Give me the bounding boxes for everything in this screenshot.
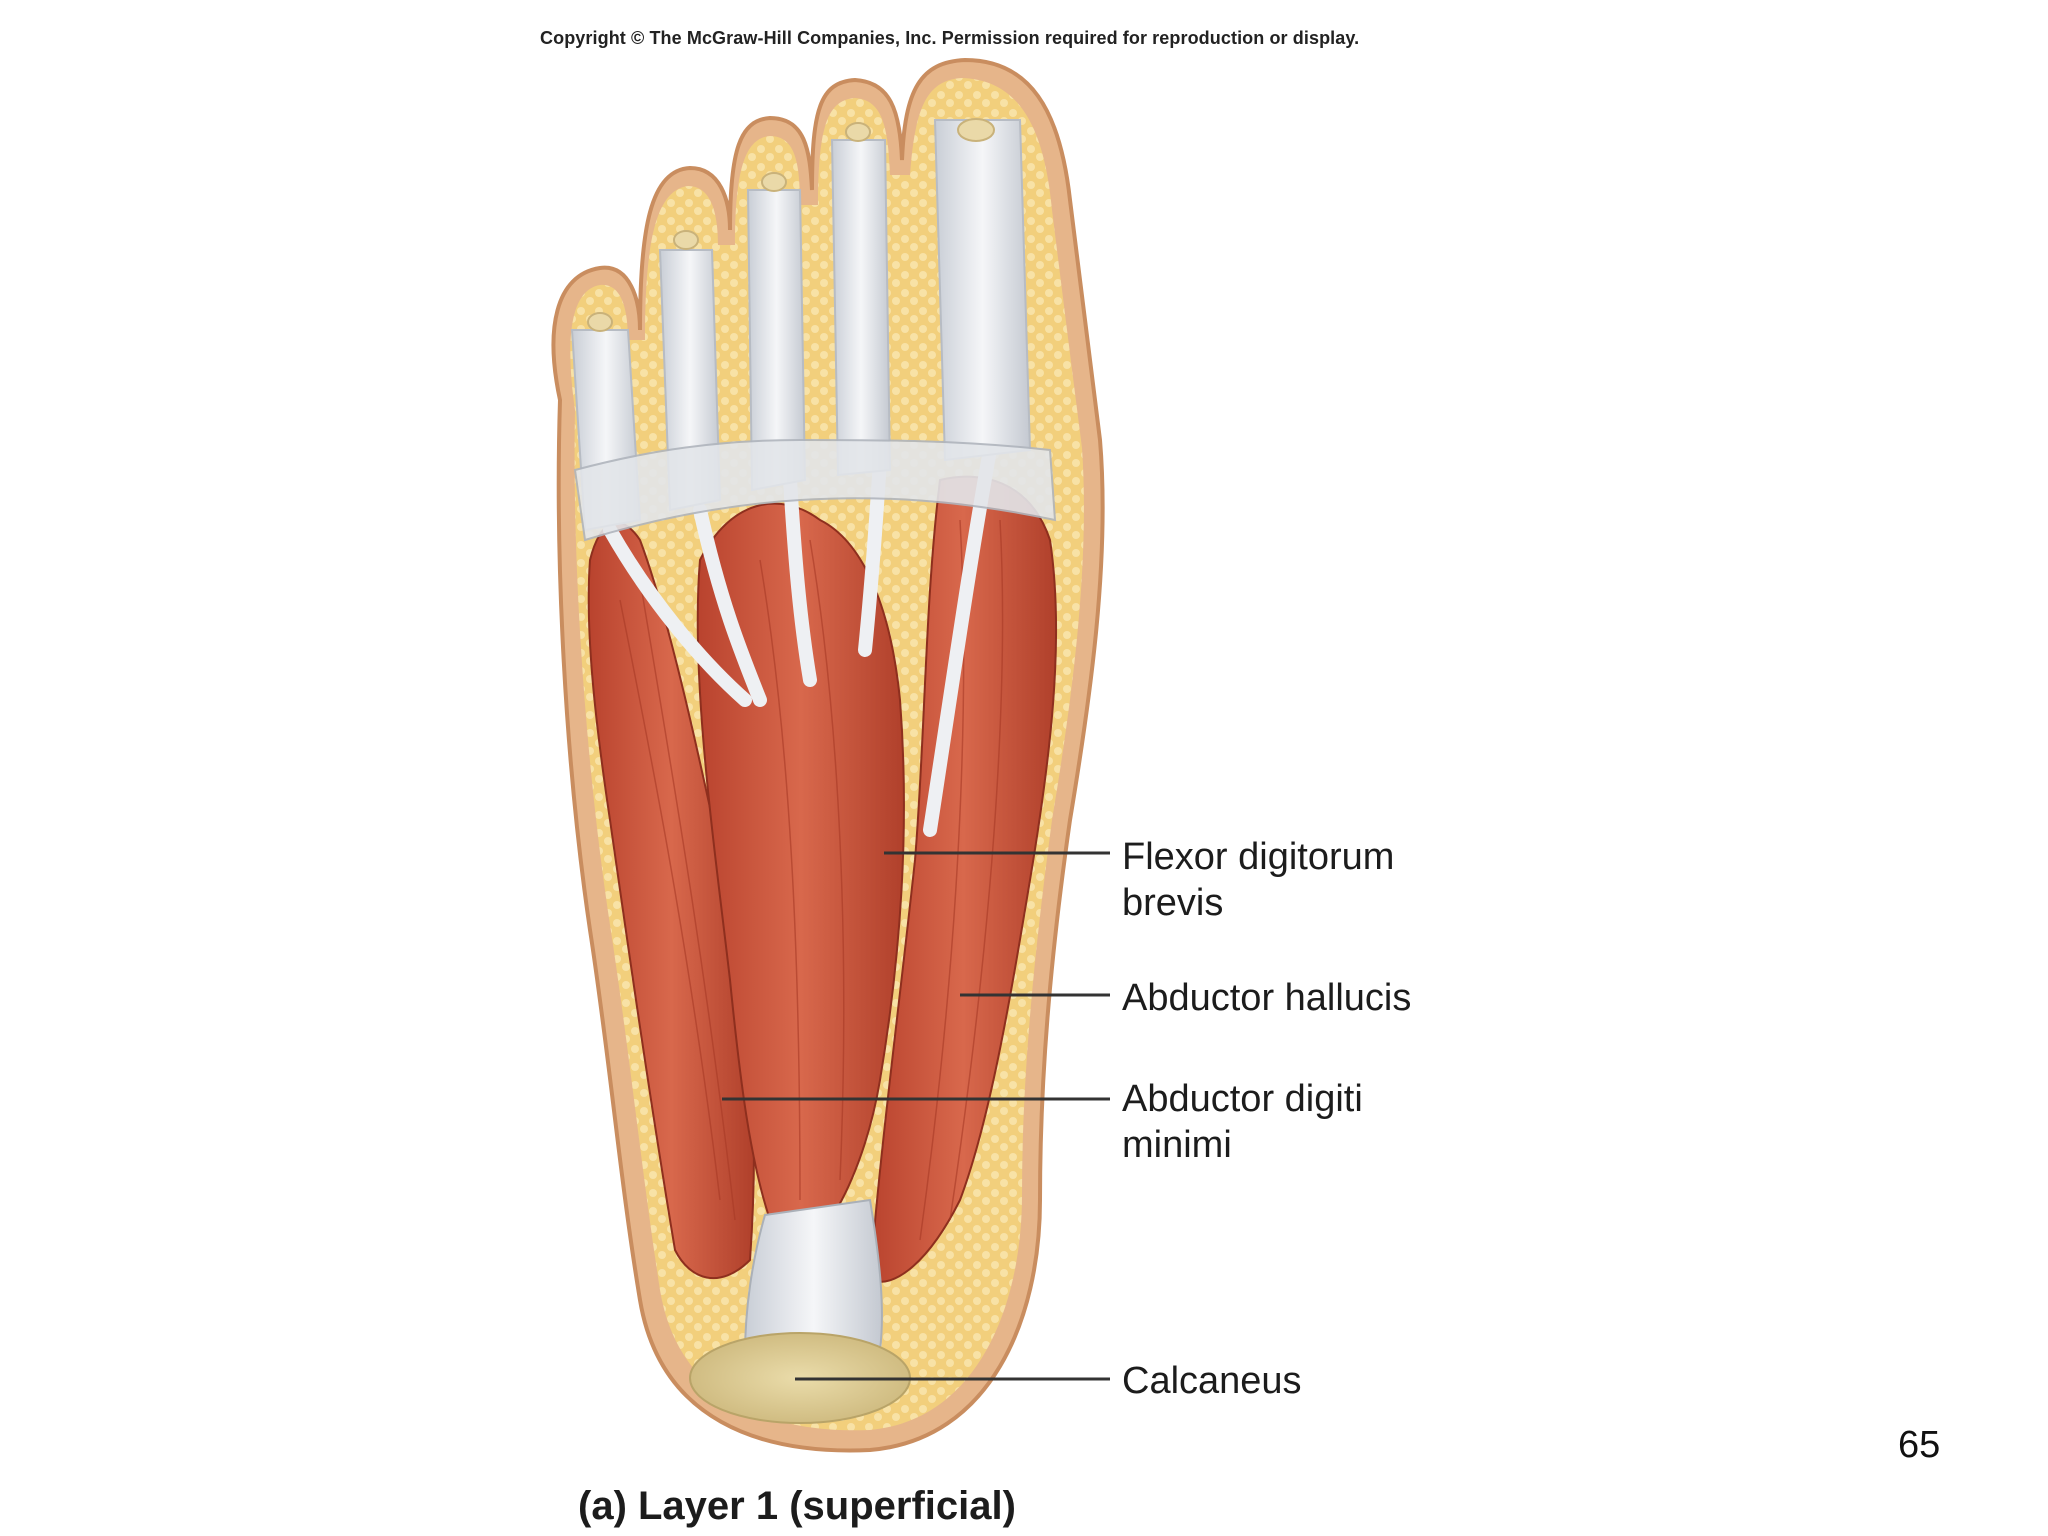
label-abductor-digiti-line2: minimi <box>1122 1124 1232 1166</box>
page-number: 65 <box>1898 1424 1941 1466</box>
label-calcaneus: Calcaneus <box>1122 1360 1302 1402</box>
label-abductor-digiti-minimi: Abductor digiti minimi <box>1122 1076 1363 1168</box>
figure-caption: (a) Layer 1 (superficial) <box>578 1484 1016 1528</box>
plantar-aponeurosis-band <box>573 438 1057 542</box>
plantar-aponeurosis-cut <box>743 1198 883 1357</box>
abductor-hallucis-muscle <box>868 475 1058 1283</box>
copyright-notice: Copyright © The McGraw-Hill Companies, I… <box>540 28 1360 48</box>
label-abductor-digiti-line1: Abductor digiti <box>1122 1078 1363 1120</box>
label-flexor-line2: brevis <box>1122 882 1224 924</box>
leader-lines <box>722 851 1110 1381</box>
label-abductor-hallucis: Abductor hallucis <box>1122 977 1412 1019</box>
label-flexor-digitorum-brevis: Flexor digitorum brevis <box>1122 834 1394 926</box>
toe-tips <box>587 118 995 332</box>
muscle-striations <box>619 519 1004 1241</box>
label-flexor-line1: Flexor digitorum <box>1122 836 1395 878</box>
